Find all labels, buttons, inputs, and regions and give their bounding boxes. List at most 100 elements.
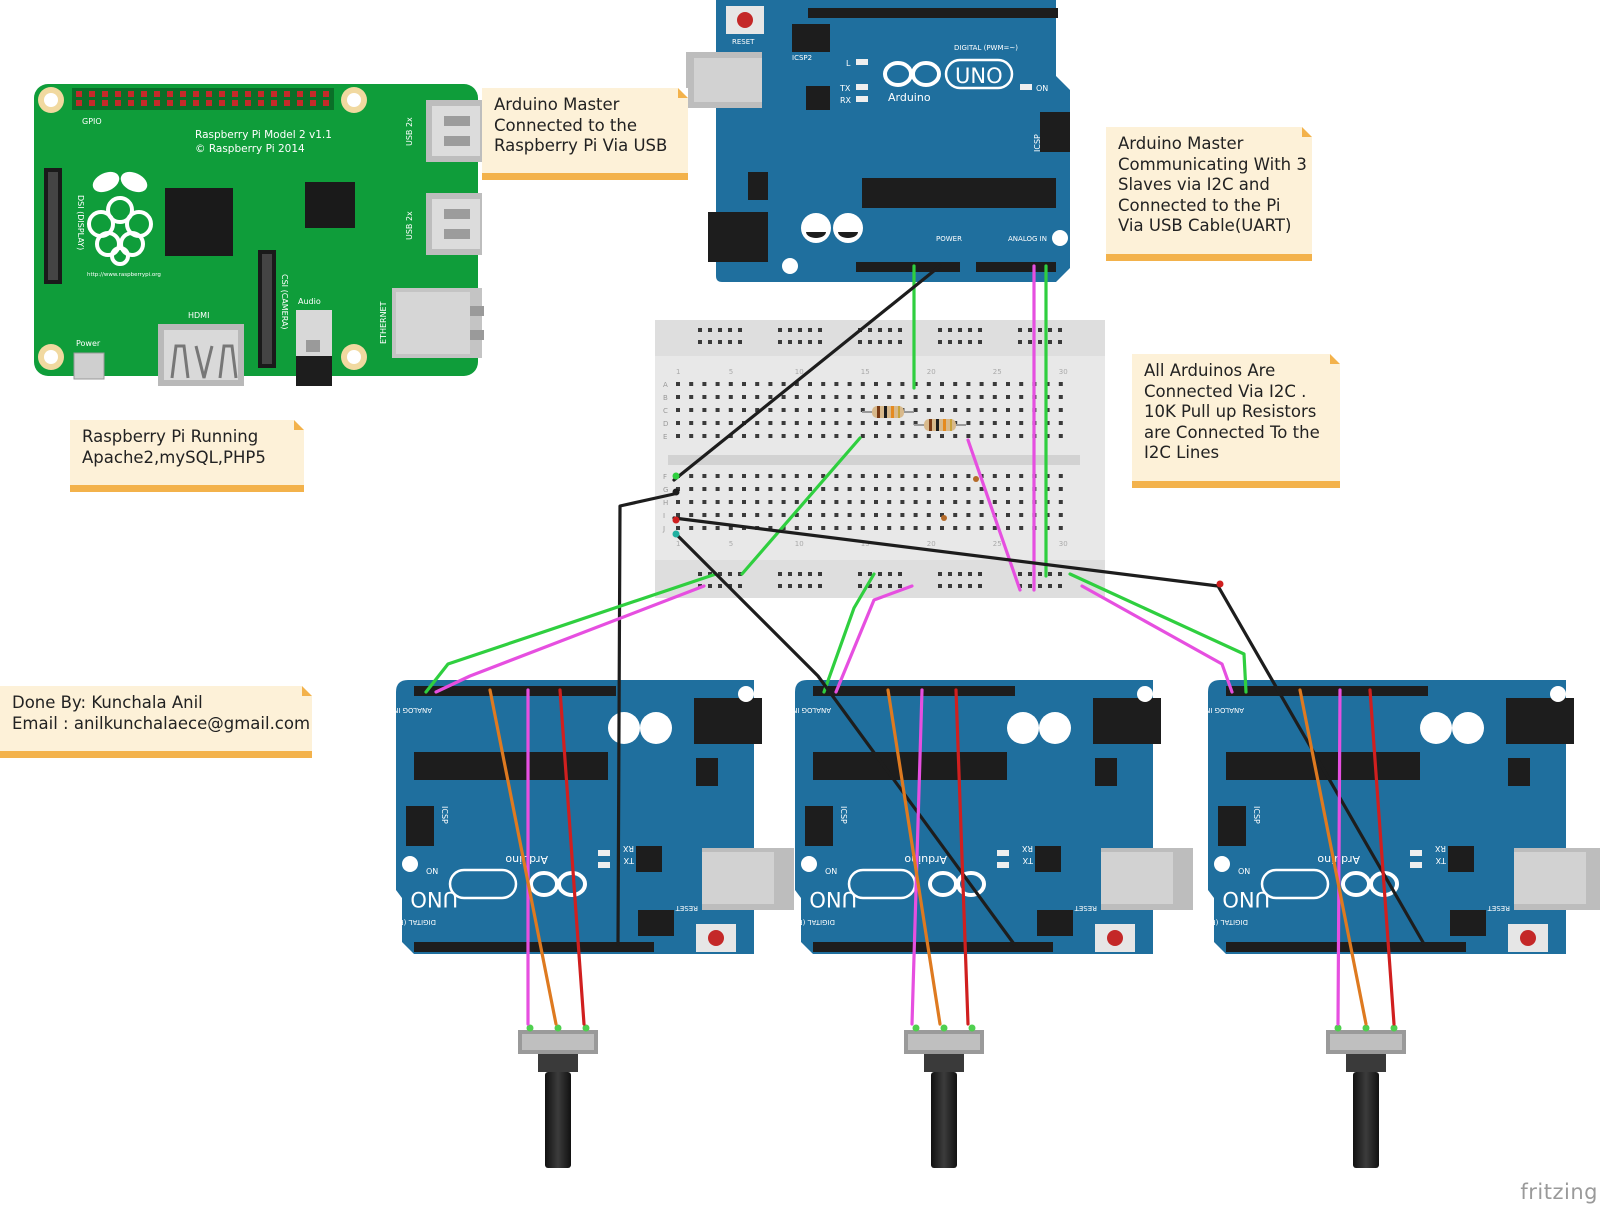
master-analog-label: ANALOG IN [1008,235,1047,243]
breadboard-rail-hole [958,584,962,588]
breadboard-hole [676,395,680,399]
breadboard-hole [689,408,694,412]
audio-label: Audio [298,297,321,306]
breadboard-column-label: 30 [1059,368,1068,376]
breadboard-hole [966,382,971,386]
breadboard-rail-hole [718,328,722,332]
slave-tx-label: TX [623,856,635,865]
breadboard-rail-hole [968,340,972,344]
note-line: Done By: Kunchala Anil [12,693,203,712]
potentiometer-pin [968,1024,976,1032]
wire-master-gnd [672,264,942,482]
breadboard-rail-hole [708,328,712,332]
breadboard-hole [900,513,905,517]
breadboard-hole [913,421,918,425]
pi-model-label: Raspberry Pi Model 2 v1.1 [195,129,332,141]
breadboard-rail-hole [698,572,702,576]
breadboard-hole [966,513,971,517]
usb-hub-chip [305,182,355,228]
gpio-pin [297,100,303,106]
breadboard-hole [847,421,852,425]
breadboard-hole [1019,382,1024,386]
breadboard-hole [821,474,826,478]
breadboard-rail-hole [738,572,742,576]
breadboard-hole [992,500,997,504]
gpio-pin [102,91,108,97]
breadboard-rail-hole [968,584,972,588]
breadboard-rail-hole [898,328,902,332]
slave-digital-label: DIGITAL (PWM=~) [1184,918,1248,926]
pi-copyright-label: © Raspberry Pi 2014 [195,143,305,155]
breadboard-hole [768,408,773,412]
slave-icsp-label: ICSP [839,806,848,824]
breadboard-column-label: 1 [676,540,680,548]
breadboard-hole [794,487,799,491]
slave-tx-label: TX [1435,856,1447,865]
breadboard-hole [887,500,892,504]
breadboard-hole [755,513,760,517]
gpio-pin [154,100,160,106]
potentiometers [518,1024,1406,1168]
breadboard-rail-hole [958,328,962,332]
gpio-pin [258,100,264,106]
wire-pot1-gnd [558,688,586,1026]
master-power-label: POWER [936,235,962,243]
breadboard-hole [847,474,852,478]
breadboard-rail-hole [778,340,782,344]
ethernet-port [392,288,484,358]
arduino-master-board: RESET ICSP2 DIGITAL (PWM=~) UNO Arduino … [686,0,1070,282]
breadboard-hole [966,500,971,504]
breadboard-hole [715,474,720,478]
breadboard-hole [966,487,971,491]
breadboard-hole [728,526,733,530]
breadboard-hole [728,408,733,412]
breadboard-hole [689,500,694,504]
breadboard-hole [940,434,944,438]
breadboard-hole [860,408,865,412]
breadboard-rail-hole [798,340,802,344]
breadboard-hole [1006,395,1010,399]
dsi-label: DSI (DISPLAY) [76,195,85,250]
gpio-pin [245,91,251,97]
slave-reset-label: RESET [675,904,698,912]
breadboard-column-label: 20 [927,540,936,548]
wire-pot2-gnd [954,688,970,1026]
breadboard-hole [794,421,799,425]
breadboard-hole [702,395,707,399]
breadboard-hole [979,382,984,386]
breadboard-holes [676,328,1063,588]
wire-pot1-a0 [488,688,558,1026]
breadboard-rail-hole [978,328,982,332]
breadboard-hole [755,474,760,478]
breadboard-hole [834,382,839,386]
note-line: All Arduinos Are [1144,361,1276,380]
slave-rx-label: RX [1021,844,1033,853]
breadboard-hole [742,474,746,478]
breadboard-hole [979,526,984,530]
breadboard-rail-hole [818,340,822,344]
gpio-pin [258,91,264,97]
breadboard-hole [794,474,799,478]
breadboard-hole [1058,395,1063,399]
breadboard-hole [940,487,944,491]
breadboard-hole [781,434,786,438]
breadboard-hole [874,526,878,530]
breadboard-rail-hole [798,584,802,588]
breadboard-hole [926,513,931,517]
breadboard-row-label: D [663,420,668,428]
breadboard-column-label: 5 [729,540,733,548]
gpio-pin [115,100,121,106]
breadboard-hole [979,408,984,412]
breadboard-hole [794,408,799,412]
breadboard-rail-hole [878,584,882,588]
gpio-pin [76,100,82,106]
breadboard-hole [966,474,971,478]
breadboard-hole [702,382,707,386]
fritzing-brand-label: fritzing [1520,1180,1598,1204]
breadboard-hole [1058,526,1063,530]
gpio-pin [180,91,186,97]
breadboard-hole [992,408,997,412]
breadboard-hole [728,395,733,399]
